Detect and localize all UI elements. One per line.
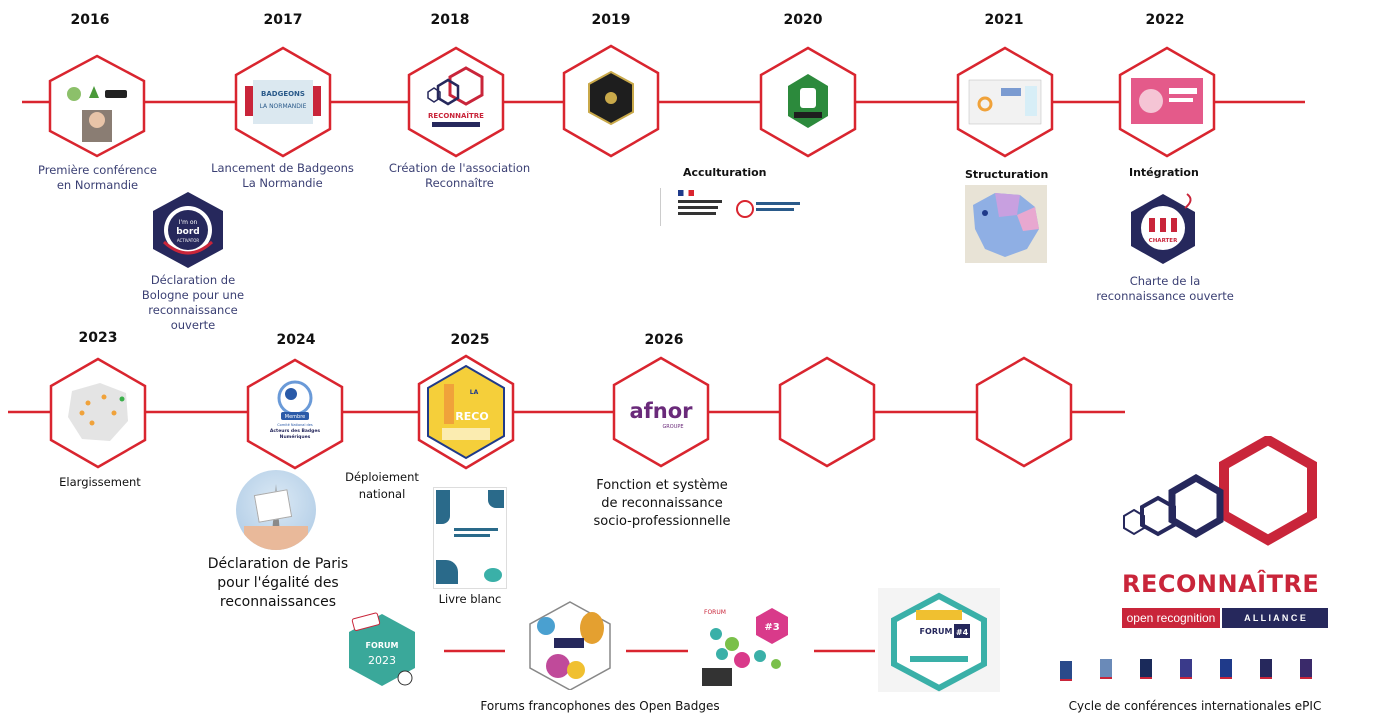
map-regions xyxy=(965,185,1047,263)
heading-acculturation: Acculturation xyxy=(683,166,767,179)
reco-line1: LA xyxy=(470,389,479,396)
onboard-line2: bord xyxy=(176,227,200,237)
hexagon-2020[interactable] xyxy=(758,46,858,158)
epic-cover-2[interactable] xyxy=(1100,659,1112,679)
hexagon-2016[interactable] xyxy=(47,54,147,158)
hexagon-empty-1[interactable] xyxy=(777,356,877,468)
caption-livre-blanc: Livre blanc xyxy=(438,592,502,606)
year-2017: 2017 xyxy=(263,12,303,28)
charter-text: CHARTER xyxy=(1149,238,1178,244)
epic-cover-6[interactable] xyxy=(1260,659,1272,679)
groupe-text: GROUPE xyxy=(662,424,683,430)
livre-blanc-cover[interactable] xyxy=(433,487,507,589)
heading-structuration: Structuration xyxy=(965,168,1049,181)
epic-cover-5[interactable] xyxy=(1220,659,1232,679)
heading-integration: Intégration xyxy=(1129,166,1199,179)
logo-tag-left: open recognition xyxy=(1122,608,1220,628)
hexagon-2021[interactable] xyxy=(955,46,1055,158)
forum-text: FORUM xyxy=(366,641,399,650)
forum3-label: FORUM xyxy=(704,609,726,616)
logo-tag-right: A L L I A N C E xyxy=(1222,608,1328,628)
forum-4-badge[interactable]: FORUM #4 xyxy=(878,588,1000,692)
hexagon-2026[interactable]: afnor GROUPE xyxy=(611,356,711,468)
epic-cover-3[interactable] xyxy=(1140,659,1152,679)
paris-declaration-image xyxy=(236,470,316,550)
hexagon-2017[interactable]: BADGEONS LA NORMANDIE xyxy=(233,46,333,158)
reconnaitre-small: RECONNAÎTRE xyxy=(428,111,484,120)
year-2019: 2019 xyxy=(591,12,631,28)
onboard-line1: I'm on xyxy=(179,219,198,226)
hexagon-2023[interactable] xyxy=(48,357,148,469)
year-2024: 2024 xyxy=(276,332,316,348)
onboard-line3: ACTIVATOR xyxy=(177,238,200,243)
epic-cover-4[interactable] xyxy=(1180,659,1192,679)
year-2016: 2016 xyxy=(70,12,110,28)
forum-2-badge[interactable] xyxy=(524,598,616,690)
acteurs-line2: Acteurs des Badges xyxy=(270,428,321,434)
hexagon-2025[interactable]: LA RECO xyxy=(416,354,516,470)
charter-badge[interactable]: CHARTER xyxy=(1127,190,1199,266)
forum-year-text: 2023 xyxy=(368,654,396,667)
forum4-label: FORUM xyxy=(920,627,953,636)
year-2025: 2025 xyxy=(450,332,490,348)
reconnaitre-logo-mark xyxy=(1123,436,1317,546)
normandie-text: LA NORMANDIE xyxy=(260,103,307,110)
caption-epic: Cycle de conférences internationales ePI… xyxy=(1068,699,1322,713)
year-2018: 2018 xyxy=(430,12,470,28)
forum-3-badge[interactable]: FORUM #3 xyxy=(698,604,798,690)
afnor-text: afnor xyxy=(629,399,693,423)
year-2021: 2021 xyxy=(984,12,1024,28)
badgeons-text: BADGEONS xyxy=(261,90,305,98)
membre-text: Membre xyxy=(285,414,305,420)
year-2022: 2022 xyxy=(1145,12,1185,28)
year-2026: 2026 xyxy=(644,332,684,348)
im-on-board-badge[interactable]: I'm on bord ACTIVATOR xyxy=(148,190,228,270)
year-2020: 2020 xyxy=(783,12,823,28)
forum-2023-badge[interactable]: FORUM 2023 xyxy=(345,610,419,690)
hexagon-2022[interactable] xyxy=(1117,46,1217,158)
ministere-logos xyxy=(652,186,812,232)
forum3-number: #3 xyxy=(764,622,779,633)
hexagon-2019[interactable] xyxy=(561,44,661,158)
acteurs-line3: Numériques xyxy=(280,433,311,440)
hexagon-2018[interactable]: RECONNAÎTRE xyxy=(406,46,506,158)
forum4-number: #4 xyxy=(956,628,969,637)
hexagon-2024[interactable]: Membre Comité National des Acteurs des B… xyxy=(245,358,345,470)
caption-elargissement: Elargissement xyxy=(59,475,141,489)
reconnaitre-logo-text: RECONNAÎTRE xyxy=(1122,570,1320,598)
reco-line2: RECO xyxy=(455,410,488,423)
hexagon-empty-2[interactable] xyxy=(974,356,1074,468)
epic-cover-7[interactable] xyxy=(1300,659,1312,679)
epic-cover-1[interactable] xyxy=(1060,661,1072,681)
caption-forums: Forums francophones des Open Badges xyxy=(480,699,720,713)
acteurs-line1: Comité National des xyxy=(277,423,313,427)
year-2023: 2023 xyxy=(78,330,118,346)
